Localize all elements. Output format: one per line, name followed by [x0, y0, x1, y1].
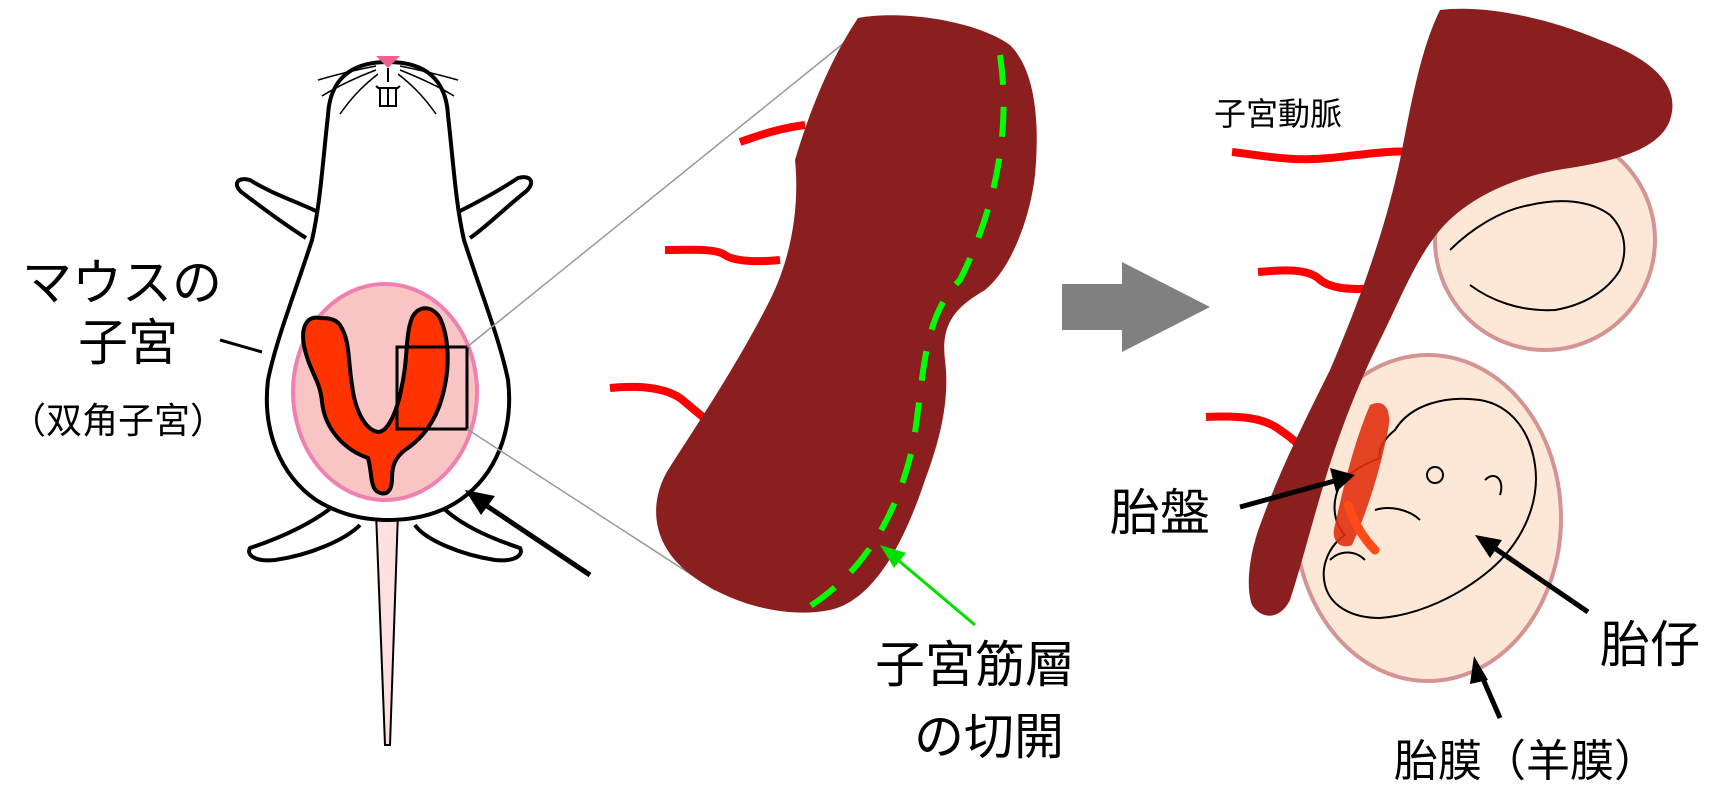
- fetal-membrane-label: 胎膜（羊膜）: [1394, 740, 1658, 784]
- mouse-left-front-leg: [237, 179, 318, 238]
- uterus-tissue-zoomed: [656, 15, 1037, 612]
- right-arrow-icon: [1062, 262, 1210, 352]
- zoomed-uterus: [610, 15, 1037, 625]
- mouse-uterus-label-line2: 子宮: [78, 318, 178, 368]
- mouse-tail: [376, 512, 398, 745]
- uterine-artery-2: [665, 250, 780, 261]
- myometrium-incision-label-line2: の切開: [914, 712, 1064, 762]
- uterine-artery-r2: [1258, 270, 1380, 289]
- fetus-label: 胎仔: [1600, 620, 1700, 670]
- placenta-label: 胎盤: [1110, 488, 1210, 538]
- uterine-artery-3: [610, 387, 715, 425]
- uterine-artery-label: 子宮動脈: [1214, 98, 1342, 130]
- uterus-label-leader: [220, 340, 262, 352]
- incision-pointer-arrow: [892, 555, 975, 625]
- mouse-uterus-label-line1: マウスの: [22, 258, 222, 308]
- bicornuate-uterus-label: （双角子宮）: [10, 404, 226, 440]
- uterine-artery-r1: [1232, 152, 1410, 160]
- myometrium-incision-label-line1: 子宮筋層: [875, 640, 1075, 690]
- uterine-artery-1: [740, 125, 805, 142]
- mouse-right-front-leg: [458, 177, 531, 238]
